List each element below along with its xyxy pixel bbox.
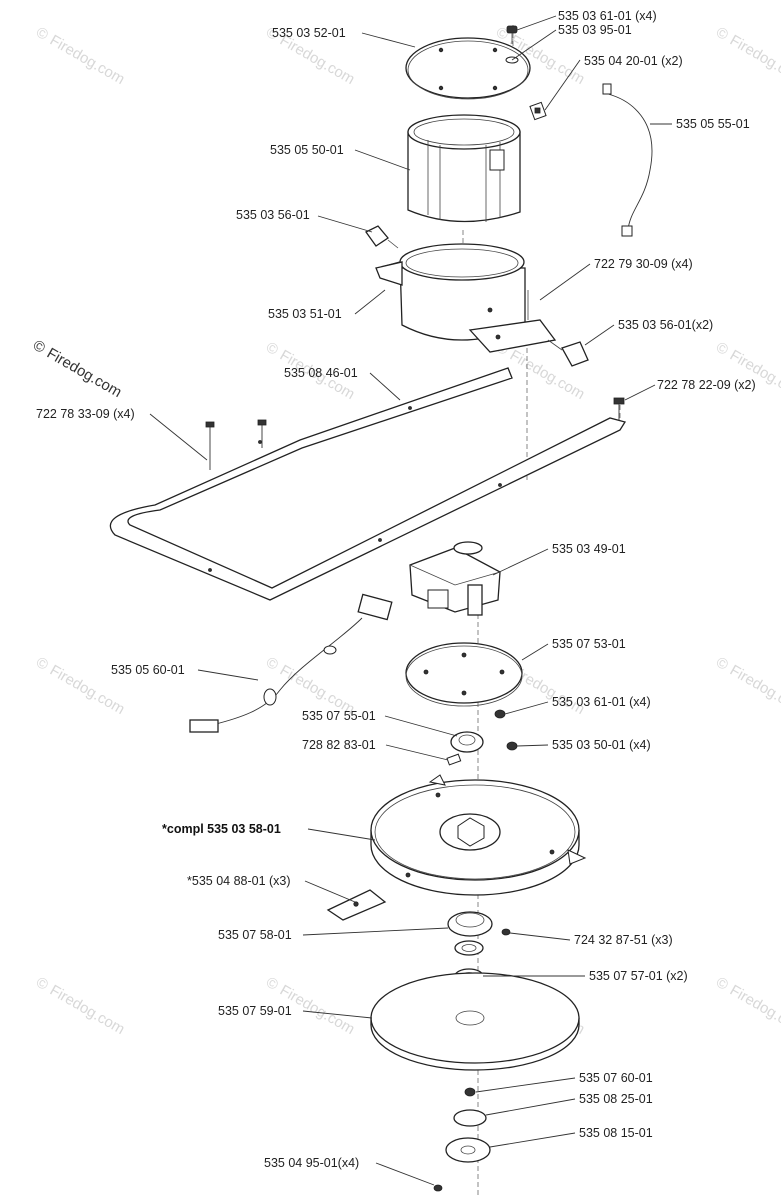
screw-part <box>494 709 518 751</box>
svg-text:©: © <box>263 654 281 674</box>
label-535-08-25-01: 535 08 25-01 <box>579 1092 653 1106</box>
svg-text:©: © <box>713 339 731 359</box>
svg-text:Firedog.com: Firedog.com <box>47 982 128 1038</box>
cutting-disc-part <box>370 774 587 896</box>
label-535-03-61-01-mid: 535 03 61-01 (x4) <box>552 695 651 709</box>
plug-part <box>547 339 589 367</box>
svg-text:©: © <box>263 974 281 994</box>
handle-bar-part <box>109 367 627 601</box>
label-535-07-59-01: 535 07 59-01 <box>218 1004 292 1018</box>
svg-text:Firedog.com: Firedog.com <box>727 982 781 1038</box>
svg-text:©: © <box>713 24 731 44</box>
svg-text:Firedog.com: Firedog.com <box>44 345 125 401</box>
label-535-03-50-01: 535 03 50-01 (x4) <box>552 738 651 752</box>
label-compl-535-03-58-01: *compl 535 03 58-01 <box>162 822 281 836</box>
label-535-04-88-01: *535 04 88-01 (x3) <box>187 874 291 888</box>
label-535-08-46-01: 535 08 46-01 <box>284 366 358 380</box>
label-535-05-55-01: 535 05 55-01 <box>676 117 750 131</box>
svg-text:©: © <box>713 654 731 674</box>
watermark: ©Firedog.com <box>713 24 781 88</box>
guard-plate-part <box>370 972 580 1071</box>
bearing-housing-part <box>447 911 511 937</box>
cable-part <box>602 83 653 237</box>
mounting-plate-part <box>405 642 523 707</box>
label-535-07-60-01: 535 07 60-01 <box>579 1071 653 1085</box>
label-535-07-53-01: 535 07 53-01 <box>552 637 626 651</box>
bracket-part <box>529 101 547 121</box>
bolt-part <box>205 419 267 470</box>
lower-housing-part <box>375 243 557 353</box>
watermark: ©Firedog.com <box>713 339 781 403</box>
svg-text:©: © <box>713 974 731 994</box>
watermark: ©Firedog.com <box>33 24 128 88</box>
label-535-07-58-01: 535 07 58-01 <box>218 928 292 942</box>
svg-text:Firedog.com: Firedog.com <box>727 662 781 718</box>
watermark-dark: © Firedog.com <box>30 337 125 401</box>
blade-part <box>326 889 387 921</box>
motor-part <box>409 541 501 616</box>
label-535-03-56-01: 535 03 56-01 <box>236 208 310 222</box>
label-535-07-55-01: 535 07 55-01 <box>302 709 376 723</box>
label-728-82-83-01: 728 82 83-01 <box>302 738 376 752</box>
label-722-78-33-09: 722 78 33-09 (x4) <box>36 407 135 421</box>
svg-text:©: © <box>33 974 51 994</box>
label-722-79-30-09: 722 79 30-09 (x4) <box>594 257 693 271</box>
wire-harness-part <box>189 593 393 733</box>
leader-lines <box>149 15 672 1186</box>
label-535-03-56-01-x2: 535 03 56-01(x2) <box>618 318 713 332</box>
svg-text:©: © <box>263 339 281 359</box>
label-535-03-52-01: 535 03 52-01 <box>272 26 346 40</box>
part-labels: 535 03 61-01 (x4) 535 03 95-01 535 03 52… <box>36 9 756 1170</box>
label-535-03-49-01: 535 03 49-01 <box>552 542 626 556</box>
svg-text:Firedog.com: Firedog.com <box>727 347 781 403</box>
svg-text:©: © <box>33 654 51 674</box>
label-535-04-20-01: 535 04 20-01 (x2) <box>584 54 683 68</box>
svg-text:©: © <box>30 337 48 357</box>
washer-part <box>433 1087 491 1192</box>
label-535-03-51-01: 535 03 51-01 <box>268 307 342 321</box>
set-screw-part <box>446 753 462 766</box>
top-lid-part <box>405 37 531 100</box>
watermark: ©Firedog.com <box>713 974 781 1038</box>
label-535-05-60-01: 535 05 60-01 <box>111 663 185 677</box>
label-535-05-50-01: 535 05 50-01 <box>270 143 344 157</box>
watermark: ©Firedog.com <box>33 974 128 1038</box>
label-722-78-22-09: 722 78 22-09 (x2) <box>657 378 756 392</box>
upper-housing-part <box>407 114 521 223</box>
label-535-07-57-01: 535 07 57-01 (x2) <box>589 969 688 983</box>
svg-text:Firedog.com: Firedog.com <box>277 32 358 88</box>
label-535-04-95-01: 535 04 95-01(x4) <box>264 1156 359 1170</box>
label-535-03-61-01-top: 535 03 61-01 (x4) <box>558 9 657 23</box>
bolt-part <box>613 397 625 420</box>
watermark: ©Firedog.com <box>713 654 781 718</box>
plug-part <box>365 225 399 249</box>
hub-part <box>450 731 484 753</box>
label-724-32-87-51: 724 32 87-51 (x3) <box>574 933 673 947</box>
svg-text:Firedog.com: Firedog.com <box>727 32 781 88</box>
svg-text:©: © <box>33 24 51 44</box>
label-535-03-95-01: 535 03 95-01 <box>558 23 632 37</box>
label-535-08-15-01: 535 08 15-01 <box>579 1126 653 1140</box>
svg-text:Firedog.com: Firedog.com <box>47 32 128 88</box>
